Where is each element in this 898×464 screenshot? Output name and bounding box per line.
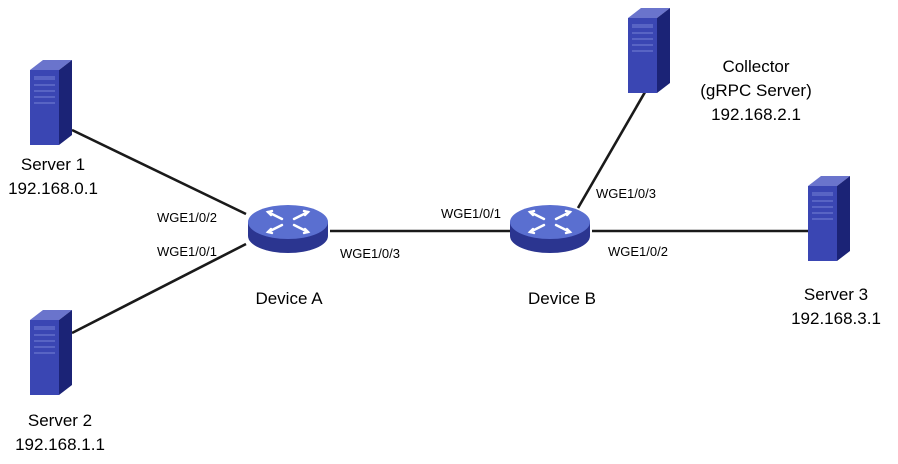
server1-icon [30,60,72,145]
server2-ip: 192.168.1.1 [15,435,105,454]
port-a-server2: WGE1/0/1 [157,244,217,259]
device-b-name: Device B [528,289,596,308]
port-b-server3: WGE1/0/2 [608,244,668,259]
port-b-collector: WGE1/0/3 [596,186,656,201]
device-a-name: Device A [255,289,323,308]
collector-role: (gRPC Server) [700,81,811,100]
port-a-server1: WGE1/0/2 [157,210,217,225]
server2-name: Server 2 [28,411,92,430]
link-server1-device-a [71,128,247,216]
port-b-a: WGE1/0/1 [441,206,501,221]
link-device-b-collector [576,79,654,209]
server1-name: Server 1 [21,155,85,174]
link-server2-device-a [71,242,247,335]
device-a-icon [246,203,330,255]
server2-icon [30,310,72,395]
server3-name: Server 3 [804,285,868,304]
collector-ip: 192.168.2.1 [711,105,801,124]
server3-ip: 192.168.3.1 [791,309,881,328]
server1-ip: 192.168.0.1 [8,179,98,198]
device-b-icon [508,203,592,255]
collector-name: Collector [722,57,789,76]
collector-icon [628,8,670,93]
port-a-b: WGE1/0/3 [340,246,400,261]
server3-icon [808,176,850,261]
links [71,79,808,335]
